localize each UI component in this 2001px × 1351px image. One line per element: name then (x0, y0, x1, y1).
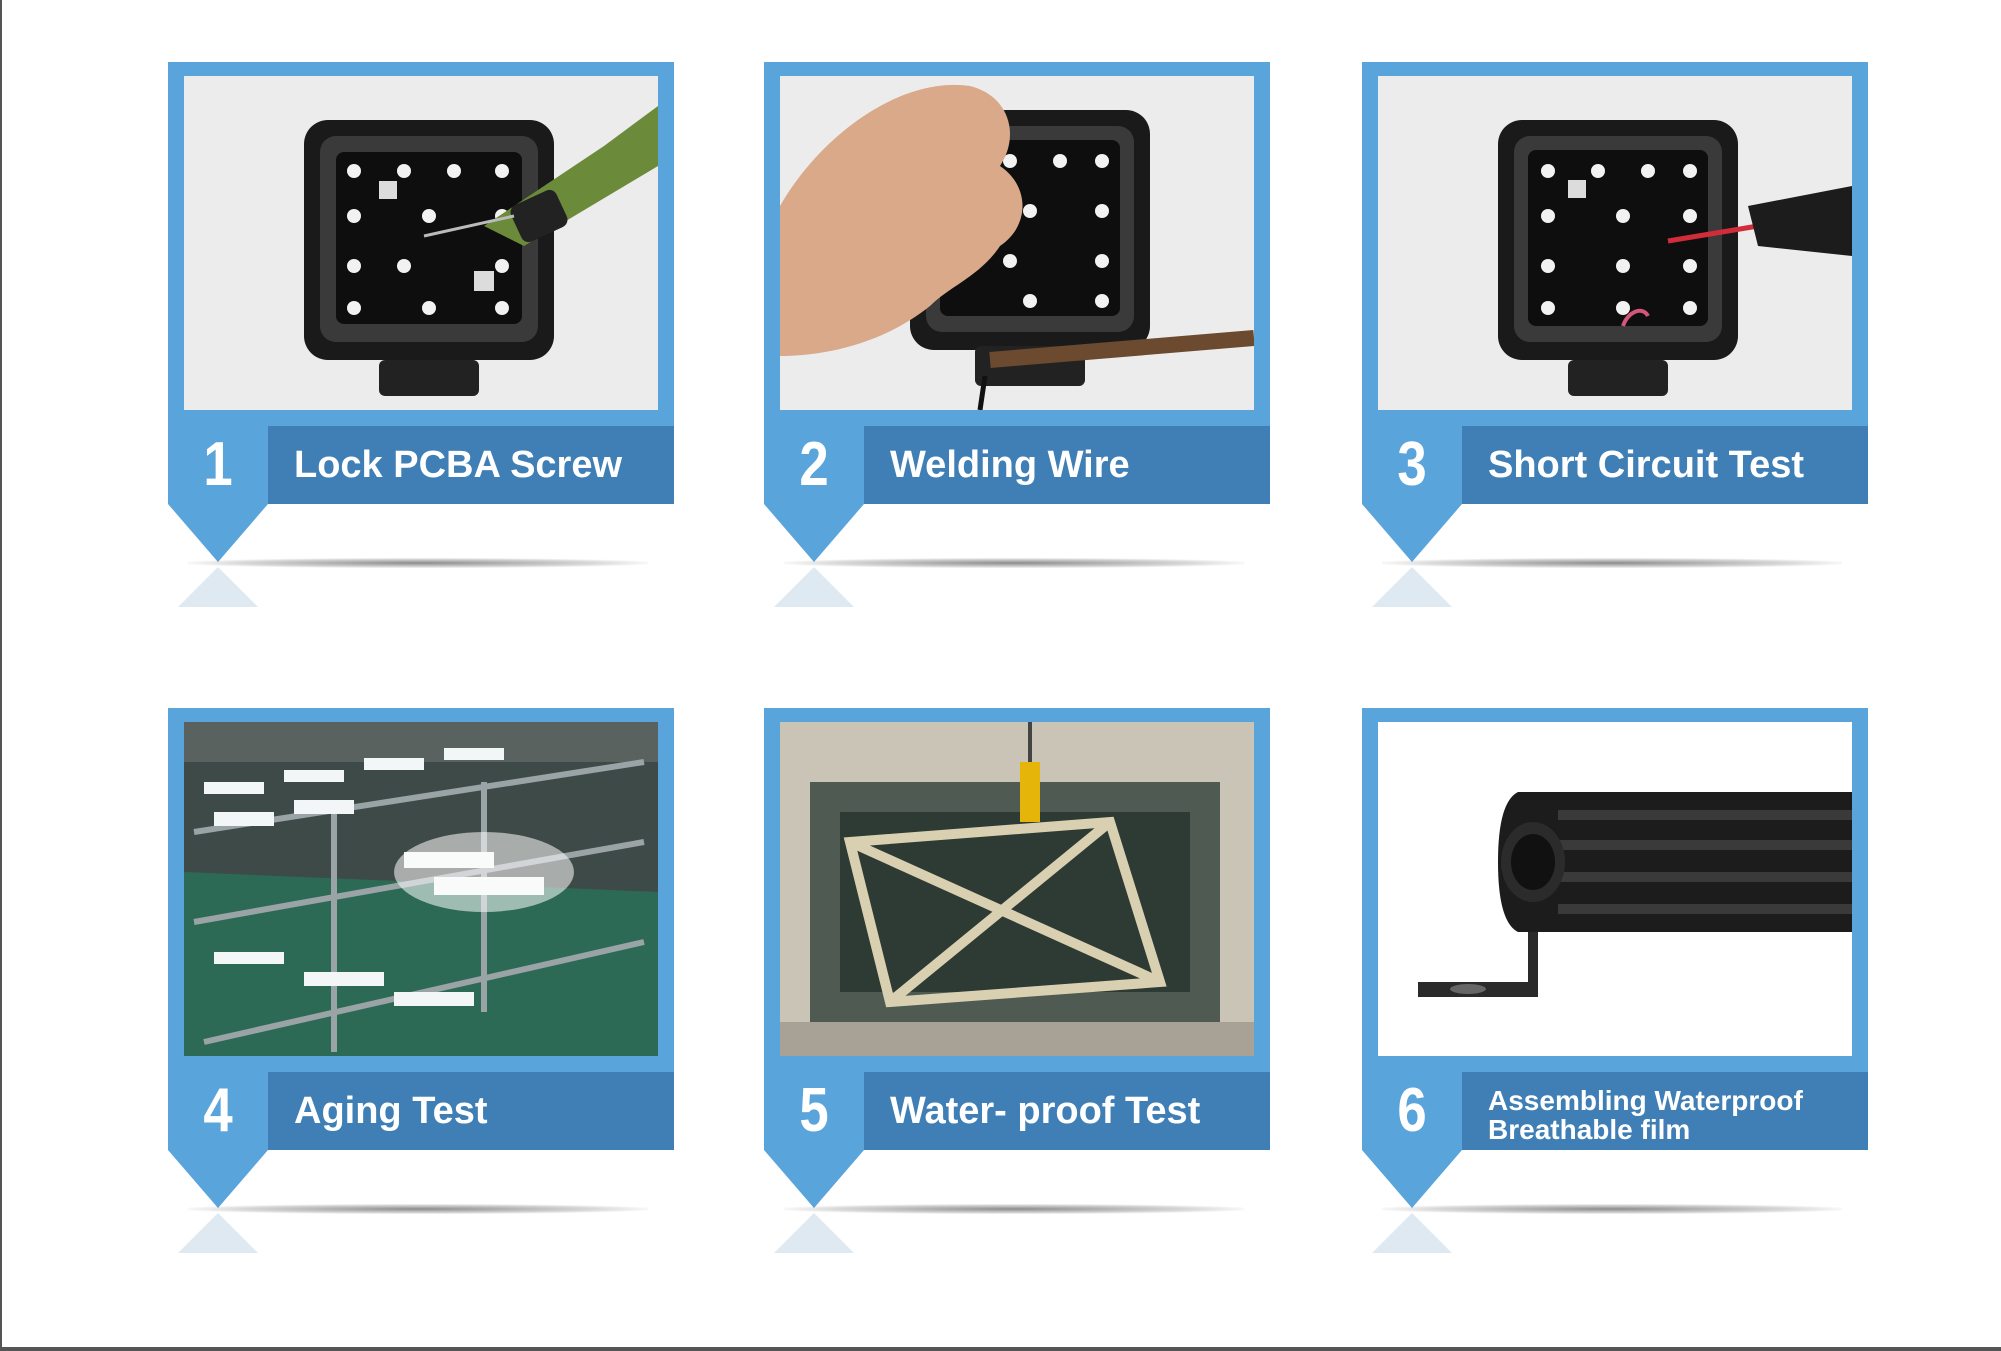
card-shadow (188, 558, 648, 568)
step-pointer (168, 504, 268, 562)
step-label: Water- proof Test (890, 1090, 1201, 1132)
step-number-badge (168, 1072, 268, 1150)
step-photo-breathable-film (1378, 722, 1852, 1056)
step-label-line-1: Assembling Waterproof (1488, 1085, 1803, 1116)
step-photo-water-proof-test (780, 722, 1254, 1056)
pointer-reflection (178, 567, 258, 607)
step-label: Short Circuit Test (1488, 444, 1804, 486)
step-pointer (1362, 1150, 1462, 1208)
step-photo-welding-wire (780, 76, 1254, 410)
step-card-1: 1 Lock PCBA Screw (168, 62, 674, 622)
step-label: Lock PCBA Screw (294, 444, 623, 486)
step-number-badge (764, 426, 864, 504)
step-photo-lock-pcba-screw (184, 76, 658, 410)
step-photo-short-circuit-test (1378, 76, 1852, 410)
step-label-bar (268, 1072, 674, 1150)
step-label-bar (1462, 1072, 1868, 1150)
card-shadow (1382, 558, 1842, 568)
step-card-3: 3 Short Circuit Test (1362, 62, 1868, 622)
step-label-bar (864, 1072, 1270, 1150)
step-number: 6 (1397, 1076, 1427, 1145)
pointer-reflection (178, 1213, 258, 1253)
step-number: 2 (799, 430, 829, 499)
card-shadow (784, 1204, 1244, 1214)
card-shadow (1382, 1204, 1842, 1214)
step-label: Assembling Waterproof Breathable film (1488, 1086, 1858, 1164)
step-number-badge (764, 1072, 864, 1150)
step-label-bar (268, 426, 674, 504)
step-number: 3 (1397, 430, 1427, 499)
step-label-line-2: Breathable film (1488, 1114, 1691, 1145)
step-photo-aging-test (184, 722, 658, 1056)
step-card-5: 5 Water- proof Test (764, 708, 1270, 1268)
page-border-left (0, 0, 2, 1351)
step-label: Aging Test (294, 1090, 488, 1132)
step-label-bar (1462, 426, 1868, 504)
step-card-2: 2 Welding Wire (764, 62, 1270, 622)
step-number-badge (1362, 426, 1462, 504)
step-pointer (168, 1150, 268, 1208)
pointer-reflection (1372, 567, 1452, 607)
step-number: 1 (203, 430, 233, 499)
step-pointer (764, 504, 864, 562)
card-shadow (784, 558, 1244, 568)
step-label-bar (864, 426, 1270, 504)
page-border-bottom (0, 1347, 2001, 1351)
pointer-reflection (774, 567, 854, 607)
pointer-reflection (1372, 1213, 1452, 1253)
step-number-badge (1362, 1072, 1462, 1150)
step-card-6: 6 Assembling Waterproof Breathable film (1362, 708, 1868, 1268)
pointer-reflection (774, 1213, 854, 1253)
step-number: 4 (203, 1076, 233, 1145)
step-label: Welding Wire (890, 444, 1130, 486)
card-shadow (188, 1204, 648, 1214)
step-card-4: 4 Aging Test (168, 708, 674, 1268)
step-number: 5 (799, 1076, 829, 1145)
step-number-badge (168, 426, 268, 504)
step-pointer (1362, 504, 1462, 562)
step-pointer (764, 1150, 864, 1208)
